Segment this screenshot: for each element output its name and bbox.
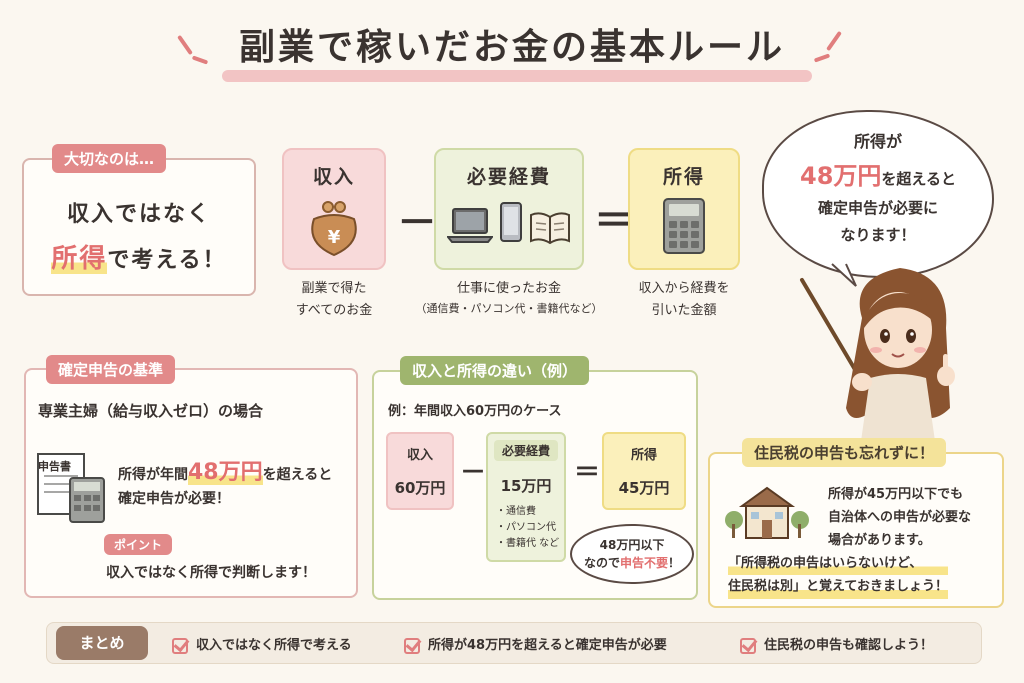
laptop-icon: [447, 208, 493, 243]
resident-tax-text3: 場合があります。: [828, 532, 931, 548]
checkbox-icon: [404, 637, 420, 654]
teacher-character-illustration: [800, 268, 955, 448]
bubble-top-line2-rest: を超えると: [881, 170, 956, 188]
criteria-amount: 48万円: [188, 460, 263, 485]
example-expense-items: ・通信費 ・パソコン代 ・書籍代 など: [496, 504, 564, 552]
bubble-tail: [831, 263, 857, 287]
example-income-label: 収入: [406, 448, 433, 463]
example-profit-value: 45万円: [618, 479, 670, 497]
income-caption: 副業で得た すべてのお金: [270, 278, 398, 322]
bubble-top-line4: なります！: [840, 226, 916, 244]
resident-tax-quote1: 「所得税の申告はいらないけど、: [728, 552, 948, 576]
house-icon: [725, 486, 809, 539]
profit-caption: 収入から経費を 引いた金額: [620, 278, 748, 322]
example-equals: ＝: [574, 458, 601, 488]
example-card: 例：年間収入60万円のケース 収入 60万円 － 必要経費 15万円 ・通信費 …: [372, 370, 698, 600]
bubble-top-line3: 確定申告が必要に: [817, 199, 938, 217]
bubble-top-line1: 所得が: [853, 132, 902, 151]
profit-box: 所得: [628, 148, 740, 270]
resident-tax-quote: 「所得税の申告はいらないけど、 住民税は別」と覚えておきましょう！: [728, 552, 948, 599]
book-icon: [530, 212, 570, 245]
svg-text:¥: ¥: [328, 227, 341, 248]
income-caption-1: 副業で得た: [301, 281, 367, 296]
important-line1: 収入ではなく: [66, 202, 211, 227]
speech-bubble-top: 所得が 48万円を超えると 確定申告が必要に なります！: [762, 110, 994, 278]
income-caption-2: すべてのお金: [295, 303, 373, 319]
example-speech-bubble: 48万円以下 なので申告不要！: [570, 524, 694, 584]
point-text: 収入ではなく所得で判断します！: [106, 565, 316, 581]
example-profit-label: 所得: [630, 448, 657, 463]
tax-form-icon: [37, 453, 105, 523]
example-tag: 収入と所得の違い（例）: [400, 356, 590, 385]
important-card: 収入ではなく 所得で考える！: [22, 158, 256, 296]
example-expense-value: 15万円: [500, 477, 552, 495]
expenses-box: 必要経費: [434, 148, 584, 270]
formula-equals: ＝: [594, 198, 634, 244]
expense-item: ・パソコン代: [496, 522, 556, 533]
important-tag: 大切なのは…: [52, 144, 167, 173]
smartphone-icon: [500, 202, 522, 242]
checkbox-icon: [172, 637, 188, 654]
criteria-line1-pre: 所得が年間: [118, 467, 188, 483]
profit-caption-1: 収入から経費を: [638, 281, 730, 296]
criteria-line1: 所得が年間48万円を超えると: [118, 454, 332, 486]
summary-item-1-text: 収入ではなく所得で考える: [196, 638, 352, 653]
expenses-caption-2: （通信費・パソコン代・書籍代など）: [415, 302, 603, 316]
profit-title: 所得: [662, 166, 705, 188]
resident-tax-card: 所得が45万円以下でも 自治体への申告が必要な 場合があります。 「所得税の申告…: [708, 452, 1004, 608]
calculator-icon: [663, 198, 705, 254]
resident-tax-quote2: 住民税は別」と覚えておきましょう！: [728, 575, 948, 599]
checkbox-icon: [740, 637, 756, 654]
summary-item-2-text: 所得が48万円を超えると確定申告が必要: [428, 638, 667, 653]
important-line2: 所得で考える！: [24, 238, 254, 275]
pointer-stick: [800, 278, 862, 380]
summary-item-3: 住民税の申告も確認しよう！: [740, 634, 933, 654]
criteria-card: 専業主婦（給与収入ゼロ）の場合 申告書 所得が年間48万円を超えると 確定申告が…: [24, 368, 358, 598]
doc-label: 申告書: [38, 460, 71, 473]
summary-tag: まとめ: [56, 626, 148, 660]
resident-tax-text2: 自治体への申告が必要な: [828, 509, 972, 525]
summary-item-3-text: 住民税の申告も確認しよう！: [764, 638, 934, 653]
profit-caption-2: 引いた金額: [651, 303, 717, 319]
summary-bar: [46, 622, 982, 664]
important-highlight: 所得: [51, 244, 108, 274]
criteria-subtitle: 専業主婦（給与収入ゼロ）の場合: [38, 402, 264, 420]
example-bubble-line1: 48万円以下: [599, 538, 665, 552]
example-minus: －: [460, 458, 487, 488]
example-profit-box: 所得 45万円: [602, 432, 686, 510]
income-title: 収入: [312, 166, 355, 188]
page-title: 副業で稼いだお金の基本ルール: [238, 27, 785, 68]
example-income-box: 収入 60万円: [386, 432, 454, 510]
resident-tax-text: 所得が45万円以下でも 自治体への申告が必要な 場合があります。: [828, 484, 971, 552]
bubble-top-line2: 48万円を超えると: [764, 156, 992, 191]
bubble-top-amount: 48万円: [800, 162, 882, 190]
point-tag: ポイント: [104, 534, 173, 555]
expenses-caption: 仕事に使ったお金 （通信費・パソコン代・書籍代など）: [404, 278, 614, 319]
example-subtitle: 例：年間収入60万円のケース: [388, 404, 562, 419]
important-line2-rest: で考える！: [107, 248, 227, 273]
summary-item-2: 所得が48万円を超えると確定申告が必要: [404, 634, 667, 654]
expense-item: ・書籍代 など: [496, 538, 560, 549]
example-bubble-pre: なので: [583, 556, 620, 570]
income-box: 収入 ¥: [282, 148, 386, 270]
resident-tax-text1: 所得が45万円以下でも: [828, 487, 964, 502]
criteria-line1-post: を超えると: [262, 467, 333, 483]
example-bubble-red: 申告不要: [619, 556, 668, 570]
formula-minus: －: [397, 200, 437, 246]
expenses-caption-1: 仕事に使ったお金: [456, 281, 561, 296]
expenses-title: 必要経費: [466, 166, 551, 188]
summary-item-1: 収入ではなく所得で考える: [172, 634, 352, 654]
example-bubble-post: ！: [668, 556, 681, 570]
example-expense-label: 必要経費: [494, 440, 558, 461]
title-underline: [222, 70, 812, 82]
example-bubble-line2: なので申告不要！: [572, 554, 692, 572]
resident-tax-tag: 住民税の申告も忘れずに！: [742, 438, 947, 467]
example-expense-box: 必要経費 15万円 ・通信費 ・パソコン代 ・書籍代 など: [486, 432, 566, 562]
criteria-line2: 確定申告が必要！: [118, 491, 230, 507]
expense-item: ・通信費: [496, 506, 536, 517]
coin-purse-icon: ¥: [311, 201, 357, 257]
criteria-tag: 確定申告の基準: [46, 355, 176, 384]
example-income-value: 60万円: [394, 479, 446, 497]
